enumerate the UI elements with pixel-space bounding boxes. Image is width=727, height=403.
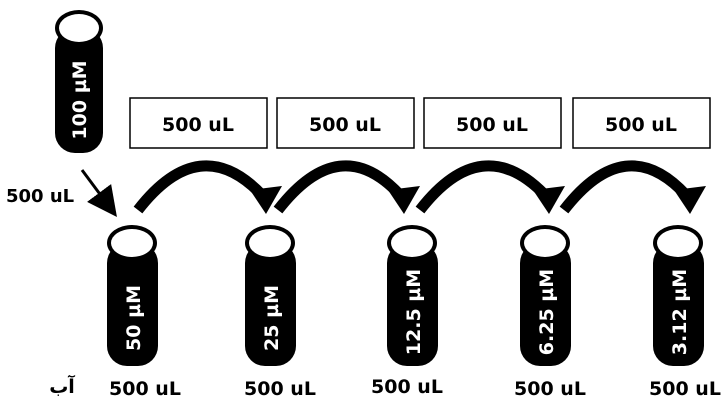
transfer-box-2: 500 uL (276, 97, 415, 149)
tube-volume-label: 500 uL (371, 376, 443, 398)
tube-label: 25 µM (261, 285, 283, 351)
tube-label: 50 µM (123, 285, 145, 351)
tube-3: 12.5 µM (387, 225, 438, 366)
tube-volume-label: 500 uL (649, 378, 721, 400)
tube-volume-label: 500 uL (109, 378, 181, 400)
tube-1: 50 µM (107, 225, 158, 366)
tube-volume-label: 500 uL (244, 378, 316, 400)
stock-transfer-arrow (80, 169, 117, 218)
transfer-arrowhead-4 (674, 186, 706, 214)
transfer-arrow-4 (559, 160, 691, 214)
stock-transfer-label: 500 uL (6, 186, 74, 207)
water-label: آب (49, 374, 75, 398)
transfer-arrowhead-1 (250, 186, 282, 214)
stock-tube: 100 µM (55, 10, 103, 153)
transfer-box-3: 500 uL (423, 97, 562, 149)
transfer-arrow-3 (415, 160, 549, 214)
stock-tube-label: 100 µM (69, 60, 91, 139)
transfer-box-4: 500 uL (572, 97, 711, 149)
transfer-box-1: 500 uL (129, 97, 268, 149)
transfer-arrowhead-3 (533, 186, 565, 214)
transfer-box-label: 500 uL (456, 114, 528, 136)
tube-label: 12.5 µM (403, 269, 425, 355)
tube-2: 25 µM (245, 225, 296, 366)
transfer-box-label: 500 uL (605, 114, 677, 136)
tube-volume-label: 500 uL (514, 378, 586, 400)
tube-label: 6.25 µM (536, 269, 558, 355)
transfer-box-label: 500 uL (309, 114, 381, 136)
transfer-box-label: 500 uL (162, 114, 234, 136)
tube-4: 6.25 µM (520, 225, 571, 366)
transfer-arrow-2 (273, 160, 405, 214)
tube-5: 3.12 µM (653, 225, 704, 366)
transfer-arrow-1 (133, 160, 266, 214)
tube-label: 3.12 µM (669, 269, 691, 355)
transfer-arrowhead-2 (388, 186, 420, 214)
